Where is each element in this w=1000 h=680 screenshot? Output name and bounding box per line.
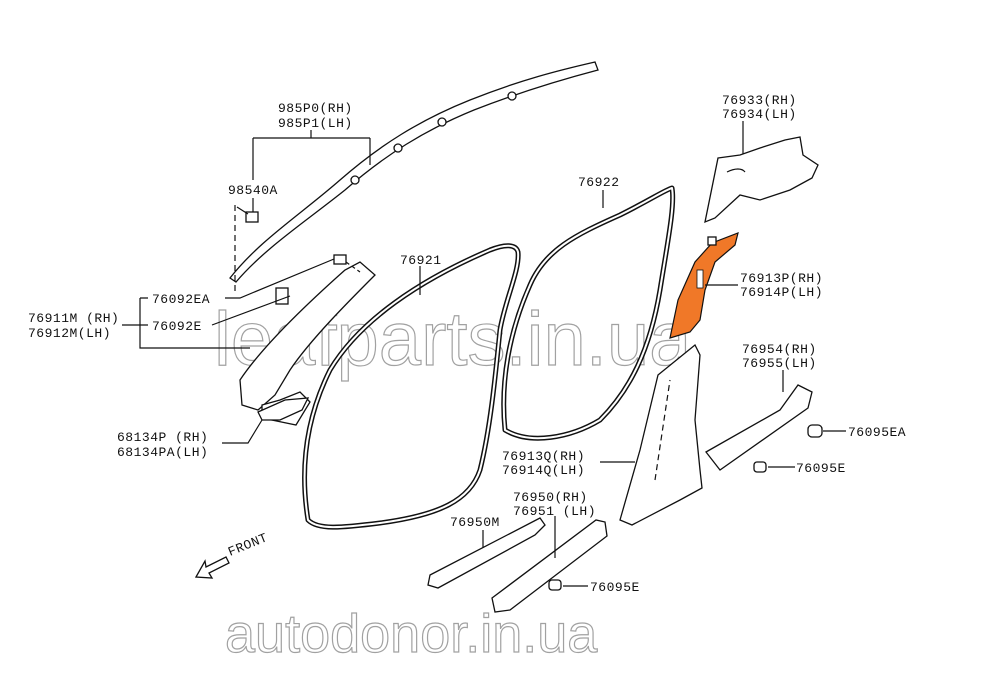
label-76933: 76933(RH) [722,93,797,108]
watermark-leafparts: leafparts.in.ua [214,297,692,382]
label-76922: 76922 [578,175,620,190]
label-76911m: 76911M (RH) [28,311,119,326]
watermark-autodonor: autodonor.in.ua [225,604,598,664]
curtain-airbag[interactable] [229,61,599,283]
label-76912m: 76912M(LH) [28,326,111,341]
label-76913p: 76913P(RH) [740,271,823,286]
front-door-seal[interactable] [302,243,521,530]
clip-76092e [275,287,289,305]
label-76955: 76955(LH) [742,356,817,371]
front-direction-arrow: FRONT [194,530,270,579]
rear-door-seal[interactable] [501,185,676,441]
label-76092e: 76092E [152,319,202,334]
label-76921: 76921 [400,253,442,268]
label-76951: 76951 (LH) [513,504,596,519]
label-76095e-bottom: 76095E [590,580,640,595]
front-sill-plate[interactable] [427,517,546,589]
clip-76095e-right [753,461,767,473]
label-76913q: 76913Q(RH) [502,449,585,464]
label-76934: 76934(LH) [722,107,797,122]
b-pillar-lower-garnish[interactable] [619,343,703,526]
front-label: FRONT [226,530,270,559]
rear-kicking-plate[interactable] [705,384,813,471]
rear-sill-plate[interactable] [491,519,608,613]
label-76095e-right: 76095E [796,461,846,476]
label-985p1: 985P1(LH) [278,116,353,131]
label-76914p: 76914P(LH) [740,285,823,300]
label-98540a: 98540A [228,183,278,198]
clip-76095ea [807,424,823,438]
label-76914q: 76914Q(LH) [502,463,585,478]
label-76950m: 76950M [450,515,500,530]
label-68134p: 68134P (RH) [117,430,208,445]
clip-76092ea [333,254,347,265]
label-985p0: 985P0(RH) [278,101,353,116]
clip-76095e-bottom [548,579,562,591]
c-pillar-garnish[interactable] [704,136,819,224]
b-pillar-upper-garnish[interactable] [669,232,739,339]
label-76954: 76954(RH) [742,342,817,357]
label-68134pa: 68134PA(LH) [117,445,208,460]
label-76950: 76950(RH) [513,490,588,505]
airbag-bracket [234,205,259,295]
label-76092ea: 76092EA [152,292,210,307]
label-76095ea: 76095EA [848,425,906,440]
